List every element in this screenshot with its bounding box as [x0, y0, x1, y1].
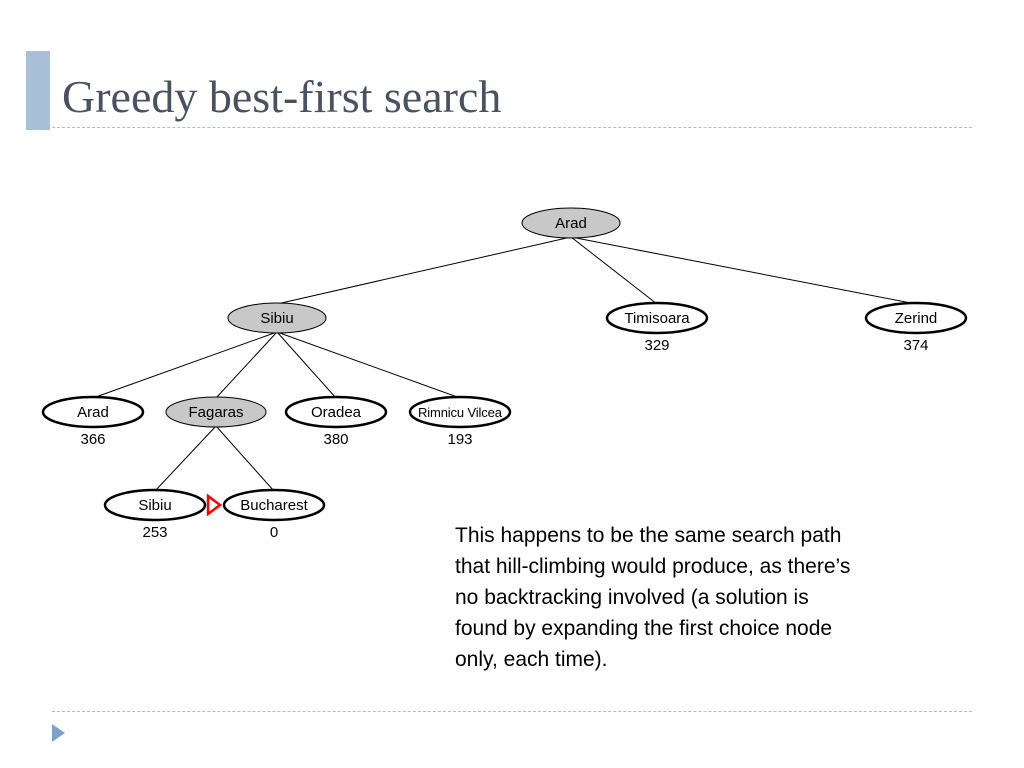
tree-node-rimnicu: Rimnicu Vilcea 193: [408, 395, 512, 448]
node-ellipse: [103, 488, 207, 522]
tree-edge-arad-root-to-zerind: [570, 236, 917, 305]
tree-node-zerind: Zerind 374: [864, 301, 968, 354]
tree-edge-sibiu-to-rimnicu: [276, 331, 461, 399]
node-heuristic-value: 253: [142, 524, 167, 541]
tree-edge-arad-root-to-sibiu: [276, 236, 572, 305]
title-divider: [52, 127, 972, 128]
node-ellipse: [41, 395, 145, 429]
node-label: Fagaras: [188, 404, 243, 421]
node-heuristic-value: 380: [323, 431, 348, 448]
node-ellipse: [227, 302, 327, 334]
node-ellipse: [521, 207, 621, 239]
bullet-arrow-icon: [52, 724, 65, 742]
title-accent-bar: [26, 51, 50, 130]
tree-node-fagaras: Fagaras: [165, 396, 267, 428]
tree-node-sibiu-2: Sibiu 253: [103, 488, 207, 541]
tree-edge-sibiu-to-oradea: [276, 331, 337, 399]
tree-edge-sibiu-to-arad-2: [92, 331, 278, 399]
tree-node-oradea: Oradea 380: [284, 395, 388, 448]
tree-node-arad-2: Arad 366: [41, 395, 145, 448]
node-label: Timisoara: [624, 310, 690, 327]
node-heuristic-value: 374: [903, 337, 928, 354]
node-ellipse: [408, 395, 512, 429]
tree-node-bucharest: Bucharest 0: [222, 488, 326, 541]
node-label: Sibiu: [138, 497, 171, 514]
node-label: Bucharest: [240, 497, 308, 514]
node-ellipse: [222, 488, 326, 522]
explanation-text: This happens to be the same search path …: [455, 524, 851, 671]
node-heuristic-value: 193: [447, 431, 472, 448]
node-heuristic-value: 329: [644, 337, 669, 354]
node-label: Rimnicu Vilcea: [418, 405, 503, 420]
tree-edge-fagaras-to-bucharest: [215, 425, 275, 492]
footer-divider: [52, 711, 972, 712]
tree-node-timisoara: Timisoara 329: [605, 301, 709, 354]
node-heuristic-value: 366: [80, 431, 105, 448]
node-label: Oradea: [311, 404, 362, 421]
node-ellipse: [605, 301, 709, 335]
tree-edge-sibiu-to-fagaras: [215, 331, 278, 399]
node-heuristic-value: 0: [270, 524, 278, 541]
node-label: Arad: [555, 215, 587, 232]
tree-node-arad-root: Arad: [521, 207, 621, 239]
node-label: Arad: [77, 404, 109, 421]
slide-title: Greedy best-first search: [62, 71, 502, 122]
tree-edge-fagaras-to-sibiu-2: [154, 425, 217, 492]
node-ellipse: [864, 301, 968, 335]
node-label: Zerind: [895, 310, 938, 327]
node-ellipse: [284, 395, 388, 429]
tree-node-sibiu: Sibiu: [227, 302, 327, 334]
tree-edge-arad-root-to-timisoara: [570, 236, 658, 305]
node-label: Sibiu: [260, 310, 293, 327]
goal-marker-icon: [206, 493, 223, 517]
node-ellipse: [165, 396, 267, 428]
